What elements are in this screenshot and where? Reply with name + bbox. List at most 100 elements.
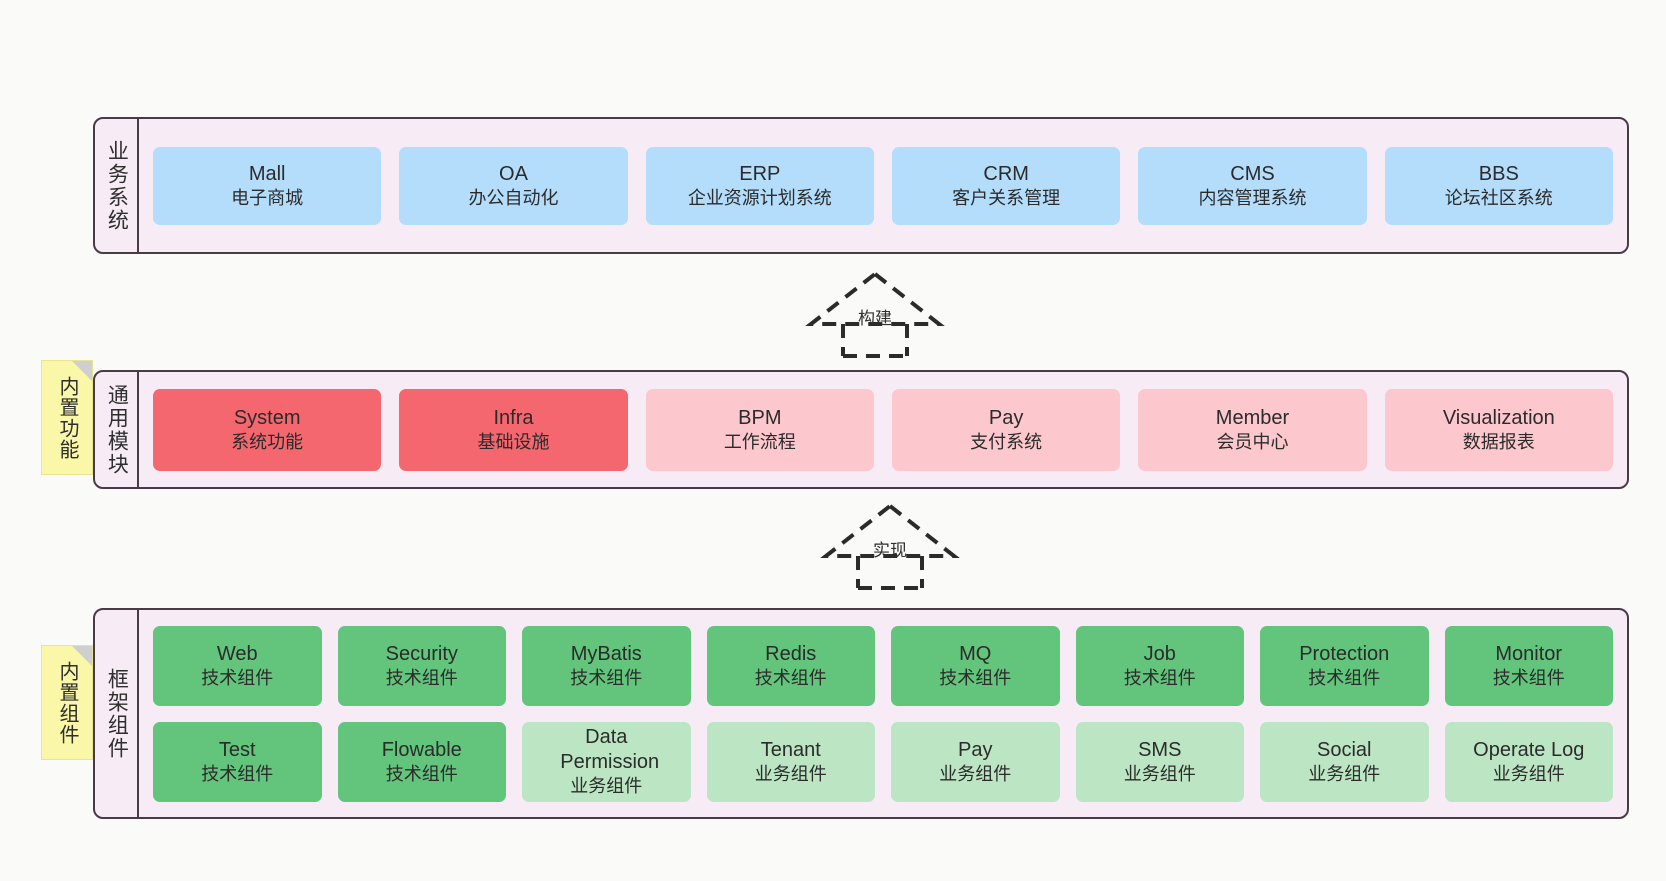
card-title: SMS xyxy=(1138,738,1182,761)
card-erp[interactable]: ERP 企业资源计划系统 xyxy=(645,146,874,225)
card-subtitle: 技术组件 xyxy=(1492,667,1565,688)
card-title: Operate Log xyxy=(1473,738,1585,761)
card-flowable[interactable]: Flowable 技术组件 xyxy=(337,721,506,802)
note-text: 内置组件 xyxy=(56,660,78,745)
connector-label: 构建 xyxy=(858,309,892,328)
card-subtitle: 支付系统 xyxy=(970,431,1043,452)
card-operate-log[interactable]: Operate Log 业务组件 xyxy=(1444,721,1613,802)
connector-implement: 实现 xyxy=(810,500,970,590)
layer-body-business-system: Mall 电子商城 OA 办公自动化 ERP 企业资源计划系统 CRM 客户关系… xyxy=(139,119,1627,252)
card-title: Mall xyxy=(248,162,286,185)
card-subtitle: 企业资源计划系统 xyxy=(687,187,832,208)
card-oa[interactable]: OA 办公自动化 xyxy=(399,146,628,225)
card-subtitle: 技术组件 xyxy=(201,667,274,688)
card-infra[interactable]: Infra 基础设施 xyxy=(399,388,628,471)
layer-title-text: 通用模块 xyxy=(105,383,129,476)
card-subtitle: 系统功能 xyxy=(231,431,304,452)
card-title: Monitor xyxy=(1495,642,1563,665)
card-subtitle: 技术组件 xyxy=(1308,667,1381,688)
layer-common-module: 通用模块 System 系统功能 Infra 基础设施 BPM 工作流程 xyxy=(93,370,1629,489)
card-visualization[interactable]: Visualization 数据报表 xyxy=(1384,388,1613,471)
card-member[interactable]: Member 会员中心 xyxy=(1138,388,1367,471)
connector-build: 构建 xyxy=(795,268,955,358)
card-mall[interactable]: Mall 电子商城 xyxy=(153,146,382,225)
card-cms[interactable]: CMS 内容管理系统 xyxy=(1138,146,1367,225)
layer-framework-component: 框架组件 Web 技术组件 Security 技术组件 MyBatis 技术 xyxy=(93,608,1629,819)
note-builtin-component: 内置组件 xyxy=(41,645,93,760)
card-title: Social xyxy=(1317,738,1372,761)
card-mybatis[interactable]: MyBatis 技术组件 xyxy=(522,625,691,706)
card-monitor[interactable]: Monitor 技术组件 xyxy=(1444,625,1613,706)
card-subtitle: 客户关系管理 xyxy=(952,187,1061,208)
layer-title-business-system: 业务系统 xyxy=(95,119,139,252)
card-title: MyBatis xyxy=(570,642,642,665)
card-data-permission[interactable]: Data Permission 业务组件 xyxy=(522,721,691,802)
card-subtitle: 论坛社区系统 xyxy=(1444,187,1553,208)
card-subtitle: 技术组件 xyxy=(201,763,274,784)
card-title: ERP xyxy=(739,162,781,185)
card-job[interactable]: Job 技术组件 xyxy=(1075,625,1244,706)
layer-title-text: 框架组件 xyxy=(105,667,129,760)
card-title: Member xyxy=(1215,406,1290,429)
layer-body-framework-component: Web 技术组件 Security 技术组件 MyBatis 技术组件 Redi… xyxy=(139,610,1627,817)
card-web[interactable]: Web 技术组件 xyxy=(153,625,322,706)
note-fold-icon xyxy=(72,646,92,666)
card-subtitle: 技术组件 xyxy=(1123,667,1196,688)
generalization-arrow-icon xyxy=(820,503,960,590)
note-text: 内置功能 xyxy=(56,375,78,460)
note-builtin-function: 内置功能 xyxy=(41,360,93,475)
card-pay[interactable]: Pay 支付系统 xyxy=(891,388,1121,471)
card-row-business: Test 技术组件 Flowable 技术组件 Data Permission … xyxy=(153,721,1613,802)
layer-business-system: 业务系统 Mall 电子商城 OA 办公自动化 ERP 企业资源计划系统 xyxy=(93,117,1629,254)
card-title: Test xyxy=(218,738,256,761)
card-title: CMS xyxy=(1230,162,1275,185)
card-security[interactable]: Security 技术组件 xyxy=(337,625,506,706)
card-bpm[interactable]: BPM 工作流程 xyxy=(645,388,874,471)
card-subtitle: 技术组件 xyxy=(385,763,458,784)
card-row: System 系统功能 Infra 基础设施 BPM 工作流程 Pay 支付系统 xyxy=(153,388,1613,471)
card-sms[interactable]: SMS 业务组件 xyxy=(1075,721,1244,802)
card-title: Redis xyxy=(765,642,817,665)
card-subtitle: 数据报表 xyxy=(1462,431,1535,452)
card-title: Tenant xyxy=(760,738,821,761)
card-subtitle: 基础设施 xyxy=(477,431,550,452)
card-title: Data Permission xyxy=(560,725,660,774)
card-mq[interactable]: MQ 技术组件 xyxy=(891,625,1060,706)
card-title: Job xyxy=(1143,642,1176,665)
layer-title-common-module: 通用模块 xyxy=(95,372,139,487)
card-subtitle: 技术组件 xyxy=(939,667,1012,688)
card-title: Flowable xyxy=(381,738,462,761)
card-subtitle: 会员中心 xyxy=(1216,431,1289,452)
card-subtitle: 技术组件 xyxy=(570,667,643,688)
card-subtitle: 工作流程 xyxy=(723,431,796,452)
card-subtitle: 业务组件 xyxy=(1308,763,1381,784)
generalization-arrow-icon xyxy=(805,271,945,358)
card-title: Web xyxy=(216,642,258,665)
card-pay-business[interactable]: Pay 业务组件 xyxy=(891,721,1060,802)
card-title: CRM xyxy=(983,162,1029,185)
card-subtitle: 内容管理系统 xyxy=(1198,187,1307,208)
card-title: OA xyxy=(499,162,528,185)
card-protection[interactable]: Protection 技术组件 xyxy=(1260,625,1429,706)
card-title: BBS xyxy=(1478,162,1519,185)
card-crm[interactable]: CRM 客户关系管理 xyxy=(891,146,1121,225)
card-title: System xyxy=(233,406,301,429)
card-subtitle: 业务组件 xyxy=(754,763,827,784)
card-title: Visualization xyxy=(1442,406,1555,429)
card-test[interactable]: Test 技术组件 xyxy=(153,721,322,802)
card-bbs[interactable]: BBS 论坛社区系统 xyxy=(1384,146,1613,225)
card-subtitle: 业务组件 xyxy=(1492,763,1565,784)
card-title: Protection xyxy=(1299,642,1390,665)
card-title: BPM xyxy=(738,406,782,429)
card-redis[interactable]: Redis 技术组件 xyxy=(706,625,875,706)
card-title: MQ xyxy=(959,642,992,665)
card-title: Pay xyxy=(958,738,993,761)
card-social[interactable]: Social 业务组件 xyxy=(1260,721,1429,802)
layer-title-framework-component: 框架组件 xyxy=(95,610,139,817)
card-subtitle: 技术组件 xyxy=(754,667,827,688)
card-system[interactable]: System 系统功能 xyxy=(153,388,382,471)
card-tenant[interactable]: Tenant 业务组件 xyxy=(706,721,875,802)
card-title: Pay xyxy=(988,406,1024,429)
card-title: Infra xyxy=(493,406,534,429)
